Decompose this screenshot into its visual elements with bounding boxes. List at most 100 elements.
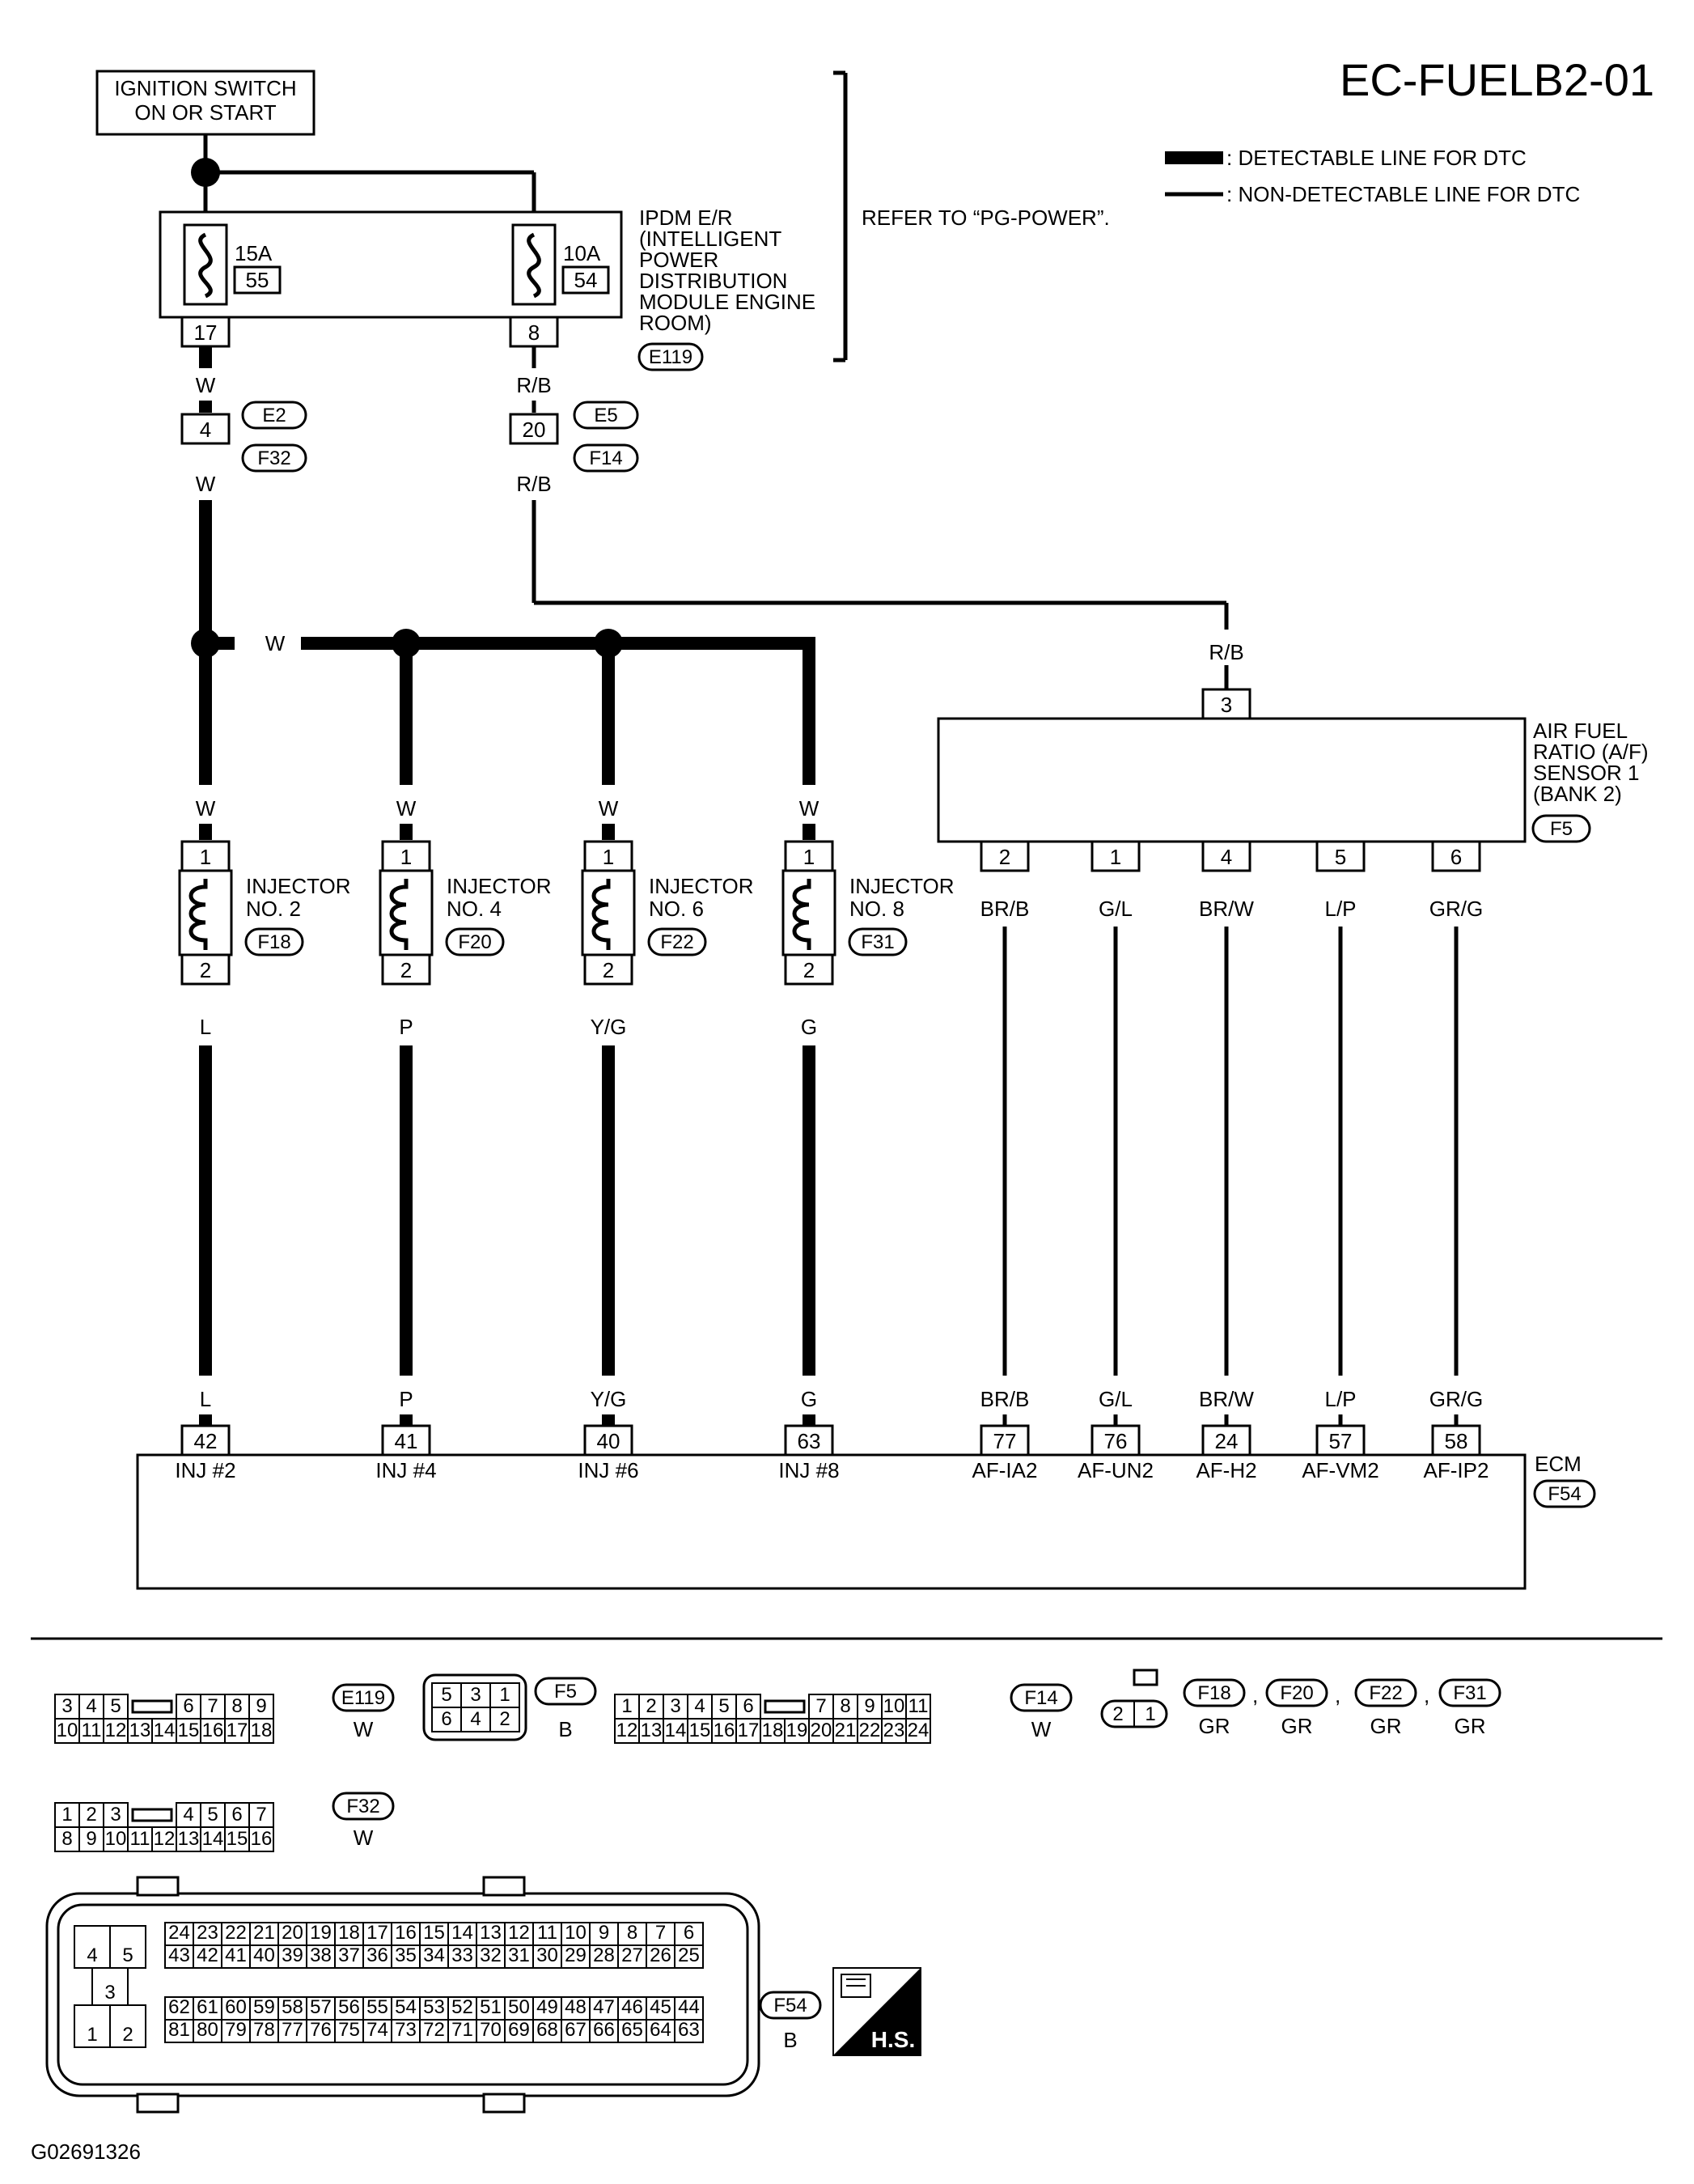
f54-pin-57: 57 (310, 1996, 332, 2018)
f54-pin-61: 61 (197, 1996, 218, 2018)
figure-id: G02691326 (31, 2139, 141, 2164)
f54-pin-32: 32 (480, 1944, 502, 1966)
f54-pin-17-cell (362, 1922, 392, 1946)
f54-pin-68-cell (532, 2019, 562, 2043)
ipdm-pin-17: 17 (194, 320, 218, 345)
af-ip2-wire-bottom: GR/G (1429, 1387, 1483, 1411)
f54-pin-55-cell (362, 1996, 392, 2021)
connector-injector-pin-2: 2 (1112, 1703, 1123, 1725)
f54-pin-77: 77 (282, 2019, 303, 2041)
f54-pin-39-cell (277, 1944, 307, 1969)
f54-pin-12: 12 (508, 1922, 530, 1944)
e119-pin-4-cell (78, 1694, 104, 1720)
f14-pin-20-cell (808, 1718, 834, 1744)
f14-pin-3: 3 (670, 1695, 680, 1717)
f54-pin-62: 62 (168, 1996, 190, 2018)
f54-pin-42: 42 (197, 1944, 218, 1966)
wire-label-rb-2: R/B (516, 472, 551, 496)
f54-pin-45-cell (646, 1996, 675, 2021)
f14-pin-4: 4 (694, 1695, 705, 1717)
f54-pin-48: 48 (565, 1996, 587, 2018)
f54-pin-21: 21 (253, 1922, 275, 1944)
af-top-wire: R/B (1209, 640, 1243, 664)
e119-pin-5-cell (103, 1694, 129, 1720)
f54-pin-6: 6 (684, 1922, 694, 1944)
injector-8-ecm-wire: G (801, 1387, 817, 1411)
e119-pin-6-cell (176, 1694, 201, 1720)
f54-pin-18: 18 (338, 1922, 360, 1944)
f54-pin-7: 7 (655, 1922, 666, 1944)
af-pin-h2: 4 BR/W BR/W (1199, 840, 1254, 1411)
ecm-pin-42: 42 (194, 1429, 218, 1453)
injector-4-pin-top: 1 (400, 845, 412, 869)
f32-pin-16-cell (248, 1826, 274, 1852)
af-top-pin: 3 (1221, 693, 1232, 717)
f14-pin-23: 23 (883, 1720, 905, 1741)
f32-pin-2: 2 (86, 1804, 96, 1826)
f14-pin-17-cell (735, 1718, 761, 1744)
f54-pin-19: 19 (310, 1922, 332, 1944)
f54-pin-46: 46 (621, 1996, 643, 2018)
af-pin-ip2: 6 GR/G GR/G (1429, 840, 1483, 1411)
f54-pin-23: 23 (197, 1922, 218, 1944)
f32-pin-13: 13 (178, 1828, 200, 1850)
injector-4-ecm-wire: P (399, 1387, 413, 1411)
f54-pin-41-cell (221, 1944, 251, 1969)
f14-pin-4-cell (687, 1694, 713, 1720)
f54-pin-43: 43 (168, 1944, 190, 1966)
f54-pin-30-cell (532, 1944, 562, 1969)
injector-4-wire-top: W (396, 796, 417, 821)
f14-pin-11: 11 (908, 1695, 929, 1717)
f54-pin-77-cell (277, 2019, 307, 2043)
ipdm-line3: POWER (639, 248, 718, 272)
connector-f31-name: F31 (1453, 1682, 1486, 1704)
f54-pin-66: 66 (593, 2019, 615, 2041)
f5-pin-5: 5 (441, 1684, 451, 1706)
f5-pin-6-cell (431, 1707, 462, 1732)
af-un2-pin: 1 (1110, 845, 1121, 869)
joint1-conn-bottom: F32 (257, 447, 290, 469)
connector-e119-name: E119 (341, 1687, 385, 1709)
f54-pin-76-cell (306, 2019, 336, 2043)
f5-pin-2: 2 (499, 1708, 510, 1730)
f32-pin-4-cell (176, 1802, 201, 1828)
ecm-label: ECM (1535, 1452, 1582, 1476)
f54-pin-20: 20 (282, 1922, 303, 1944)
f32-pin-3: 3 (110, 1804, 121, 1826)
f54-pin-24: 24 (168, 1922, 190, 1944)
f54-pin-75: 75 (338, 2019, 360, 2041)
injector-6-ecm-wire: Y/G (591, 1387, 627, 1411)
f32-pin-5: 5 (207, 1804, 218, 1826)
legend-detectable: : DETECTABLE LINE FOR DTC (1226, 146, 1527, 170)
af-h2-wire-top: BR/W (1199, 897, 1254, 921)
af-sensor-box (937, 717, 1527, 843)
f14-pin-1: 1 (621, 1695, 632, 1717)
e119-pin-5: 5 (110, 1695, 121, 1717)
af-line4: (BANK 2) (1533, 782, 1622, 806)
f54-pin-75-cell (334, 2019, 364, 2043)
f54-pin-28-cell (589, 1944, 619, 1969)
f32-lock-slot (131, 1808, 173, 1822)
ecm-label-af-ia2: AF-IA2 (972, 1458, 1038, 1482)
f32-pin-15: 15 (227, 1828, 248, 1850)
f32-pin-10: 10 (105, 1828, 127, 1850)
ecm-label-inj6: INJ #6 (578, 1458, 638, 1482)
f14-pin-5: 5 (718, 1695, 729, 1717)
f32-pin-3-cell (103, 1802, 129, 1828)
f14-pin-18-cell (760, 1718, 786, 1744)
f32-pin-5-cell (200, 1802, 226, 1828)
f54-pin-4: 4 (87, 1944, 97, 1966)
diagram-title: EC-FUELB2-01 (1340, 54, 1654, 105)
f54-pin-53-cell (419, 1996, 449, 2021)
f54-pin-10: 10 (565, 1922, 587, 1944)
f54-pin-9-cell (589, 1922, 619, 1946)
joint2-pin: 20 (523, 418, 546, 442)
f54-pin-81: 81 (168, 2019, 190, 2041)
f5-pin-1: 1 (499, 1684, 510, 1706)
af-line3: SENSOR 1 (1533, 761, 1640, 785)
connector-separator-3: , (1424, 1683, 1429, 1707)
ipdm-line4: DISTRIBUTION (639, 269, 787, 293)
connector-f20-color: GR (1281, 1714, 1313, 1738)
f32-pin-14-cell (200, 1826, 226, 1852)
f54-pin-40: 40 (253, 1944, 275, 1966)
